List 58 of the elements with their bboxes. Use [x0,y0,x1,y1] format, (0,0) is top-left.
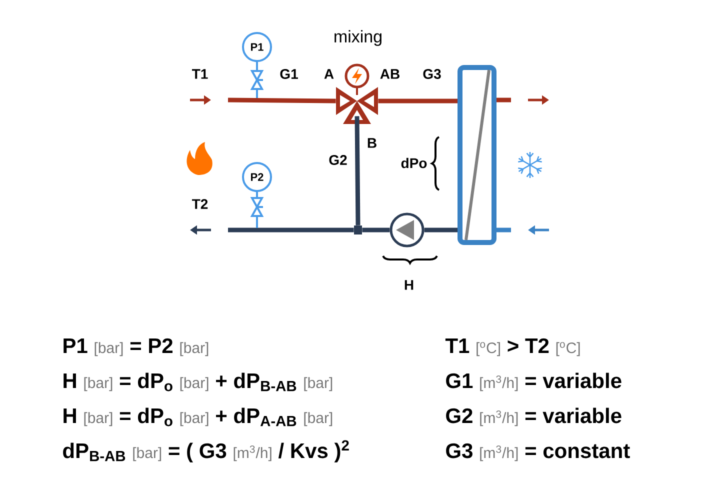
pipe-label: G2 [329,155,347,165]
label: dP$_{B-AB}$ [63,442,126,462]
pipe [378,98,458,104]
label: / Kvs )$^{2}$ [278,440,349,462]
pipe [228,228,354,232]
port-label: A [324,69,334,79]
equation: G1 [m$^{3}$/h] = variable [446,372,622,392]
pipe [496,228,511,232]
equation: P1 [bar] = P2 [bar] [64,338,208,356]
label: [$^{o}$C] [476,342,500,356]
gauge-stem [256,62,258,98]
pipe [228,98,336,104]
label: [bar] [304,377,332,392]
pipe-label: T1 [192,69,208,79]
label: = P2 [130,338,172,353]
label: H [64,408,76,423]
equation: G3 [m$^{3}$/h] = constant [446,443,630,462]
label: H [64,374,76,388]
label: [m$^{3}$/h] [234,445,272,462]
label: + dP$_{B-AB}$ [216,372,296,392]
label: [bar] [180,377,208,392]
label: [bar] [304,412,332,426]
port-label: AB [380,69,400,79]
label: [bar] [133,447,162,462]
label: + dP$_{A-AB}$ [216,408,296,426]
label: = ( G3 [168,442,226,462]
label: T1 [445,338,470,353]
equation: G2 [m$^{3}$/h] = variable [446,408,622,426]
pipe-label: T2 [192,199,208,209]
equation: H [bar] = dP$_{o}$ [bar] + dP$_{B-AB}$ [bar] [64,372,332,392]
label: [bar] [94,342,123,356]
label: = dP$_{o}$ [120,408,172,426]
label: > T2 [508,338,549,353]
valve-caption: mixing [334,30,382,46]
pressure-gauge: P1 [242,32,272,62]
pipe-label: dPo [401,158,427,168]
pipe-label: H [404,280,414,290]
label: [bar] [84,412,112,426]
label: P1 [64,338,88,353]
pipe-label: G1 [280,69,298,79]
equation: T1 [$^{o}$C] > T2 [$^{o}$C] [445,338,580,356]
pipe [424,228,458,232]
port-label: B [368,138,376,148]
pipe-label: G3 [423,69,441,79]
heat-exchanger [458,65,496,245]
pipe [496,98,511,102]
equation: H [bar] = dP$_{o}$ [bar] + dP$_{A-AB}$ [bar] [64,408,332,426]
pump [390,212,424,248]
label: [bar] [84,377,112,392]
label: = dP$_{o}$ [120,372,172,392]
pipe [354,116,360,226]
pressure-gauge: P2 [242,162,272,192]
label: [bar] [180,412,208,426]
pipe [362,228,390,232]
gauge-stem [256,192,258,228]
equation: dP$_{B-AB}$ [bar] = ( G3 [m$^{3}$/h] / Kvs )$^{2}$ [63,440,349,462]
label: [bar] [180,342,208,356]
label: [$^{o}$C] [556,342,580,356]
